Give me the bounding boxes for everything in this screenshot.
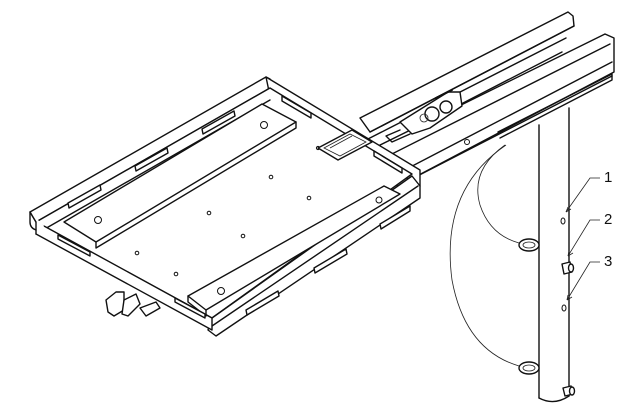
callout-3: 3 (604, 253, 613, 270)
mounting-rail (359, 11, 615, 187)
callout-1: 1 (604, 169, 613, 186)
label-plate (317, 129, 373, 161)
callout-leaders (565, 177, 600, 301)
callout-2: 2 (604, 211, 613, 228)
tray (29, 76, 421, 337)
pin (561, 261, 575, 275)
vertical-post (449, 107, 576, 403)
bottom-pin (562, 385, 576, 397)
tray-latch (105, 291, 161, 317)
